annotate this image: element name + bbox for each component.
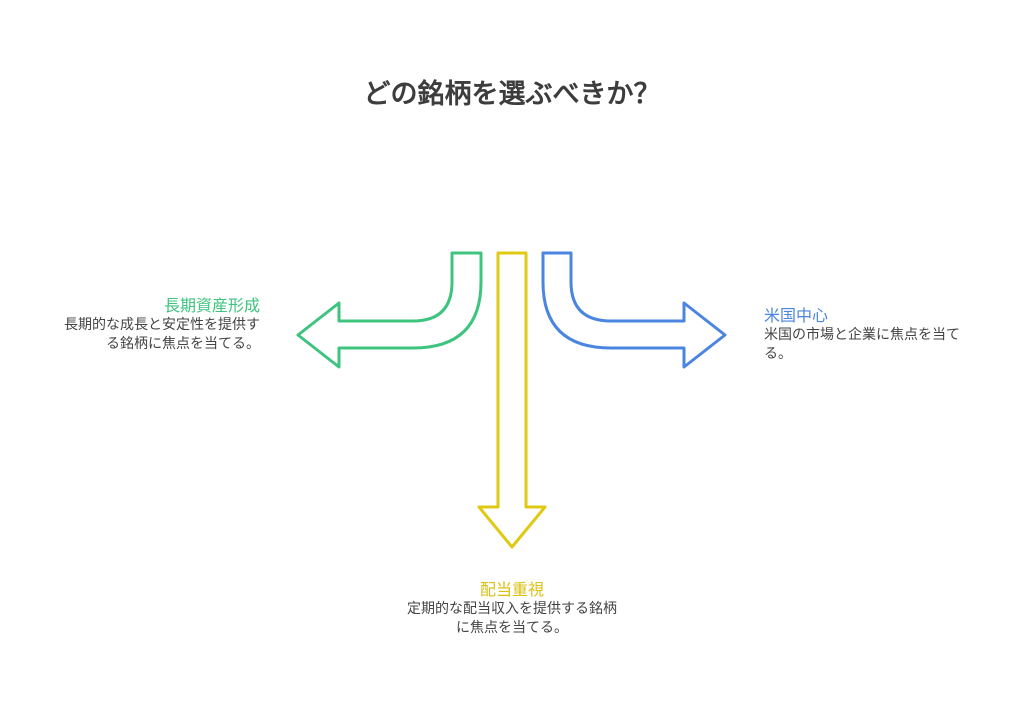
right-arrow-us-focus [541,251,727,369]
option-long-term: 長期資産形成 長期的な成長と安定性を提供する銘柄に焦点を当てる。 [60,296,260,354]
left-arrow-long-term [296,251,483,369]
down-arrow-dividend [477,251,547,549]
diagram-title: どの銘柄を選ぶべきか？ [363,79,661,110]
option-description: 長期的な成長と安定性を提供する銘柄に焦点を当てる。 [64,317,260,352]
option-description: 米国の市場と企業に焦点を当てる。 [764,327,960,362]
option-us-focus: 米国中心 米国の市場と企業に焦点を当てる。 [764,306,964,364]
option-heading: 米国中心 [764,306,829,325]
option-dividend: 配当重視 定期的な配当収入を提供する銘柄に焦点を当てる。 [402,580,622,638]
option-heading: 配当重視 [479,580,544,599]
option-heading: 長期資産形成 [163,296,260,315]
option-description: 定期的な配当収入を提供する銘柄に焦点を当てる。 [407,601,617,636]
